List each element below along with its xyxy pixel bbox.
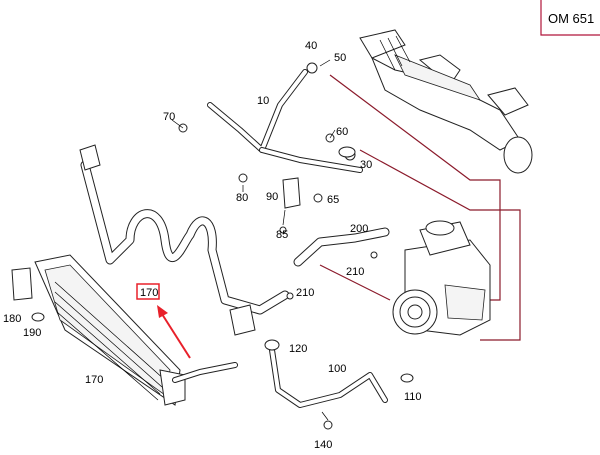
callout-10: 10 xyxy=(257,95,269,107)
callout-170: 170 xyxy=(85,374,103,386)
callout-180: 180 xyxy=(3,313,21,325)
steering-gear xyxy=(359,29,533,174)
highlight-arrow-head xyxy=(157,305,168,318)
highlight-arrow-shaft xyxy=(161,313,191,359)
suction-hose xyxy=(293,227,390,267)
callout-100: 100 xyxy=(328,363,346,375)
callout-70: 70 xyxy=(163,111,175,123)
callout-50: 50 xyxy=(334,52,346,64)
pressure-line xyxy=(207,62,363,173)
callout-65: 65 xyxy=(327,194,339,206)
lower-hose xyxy=(264,339,414,408)
callout-210-lower: 210 xyxy=(296,287,314,299)
callout-140: 140 xyxy=(314,439,332,451)
power-steering-pump xyxy=(392,220,491,336)
callout-90: 90 xyxy=(266,191,278,203)
highlight-marker xyxy=(136,283,191,359)
callout-40: 40 xyxy=(305,40,317,52)
cooler-line xyxy=(79,144,290,336)
callout-200: 200 xyxy=(350,223,368,235)
leader-lines xyxy=(171,59,336,421)
oil-cooler xyxy=(11,254,186,406)
callout-60: 60 xyxy=(336,126,348,138)
callout-190: 190 xyxy=(23,327,41,339)
callout-30: 30 xyxy=(360,159,372,171)
callout-210-upper: 210 xyxy=(346,266,364,278)
return-hose xyxy=(172,362,238,383)
engine-code-box: OM 651 xyxy=(540,0,600,36)
callout-170-boxed: 170 xyxy=(140,287,158,299)
callout-80: 80 xyxy=(236,192,248,204)
highlight-box xyxy=(136,283,160,300)
fasteners xyxy=(178,123,378,430)
engine-code-label: OM 651 xyxy=(548,11,594,26)
callout-110: 110 xyxy=(404,391,422,403)
callout-120: 120 xyxy=(289,343,307,355)
callout-labels: 10 30 40 50 60 65 70 80 85 90 100 110 12… xyxy=(3,40,422,451)
callout-85: 85 xyxy=(276,229,288,241)
